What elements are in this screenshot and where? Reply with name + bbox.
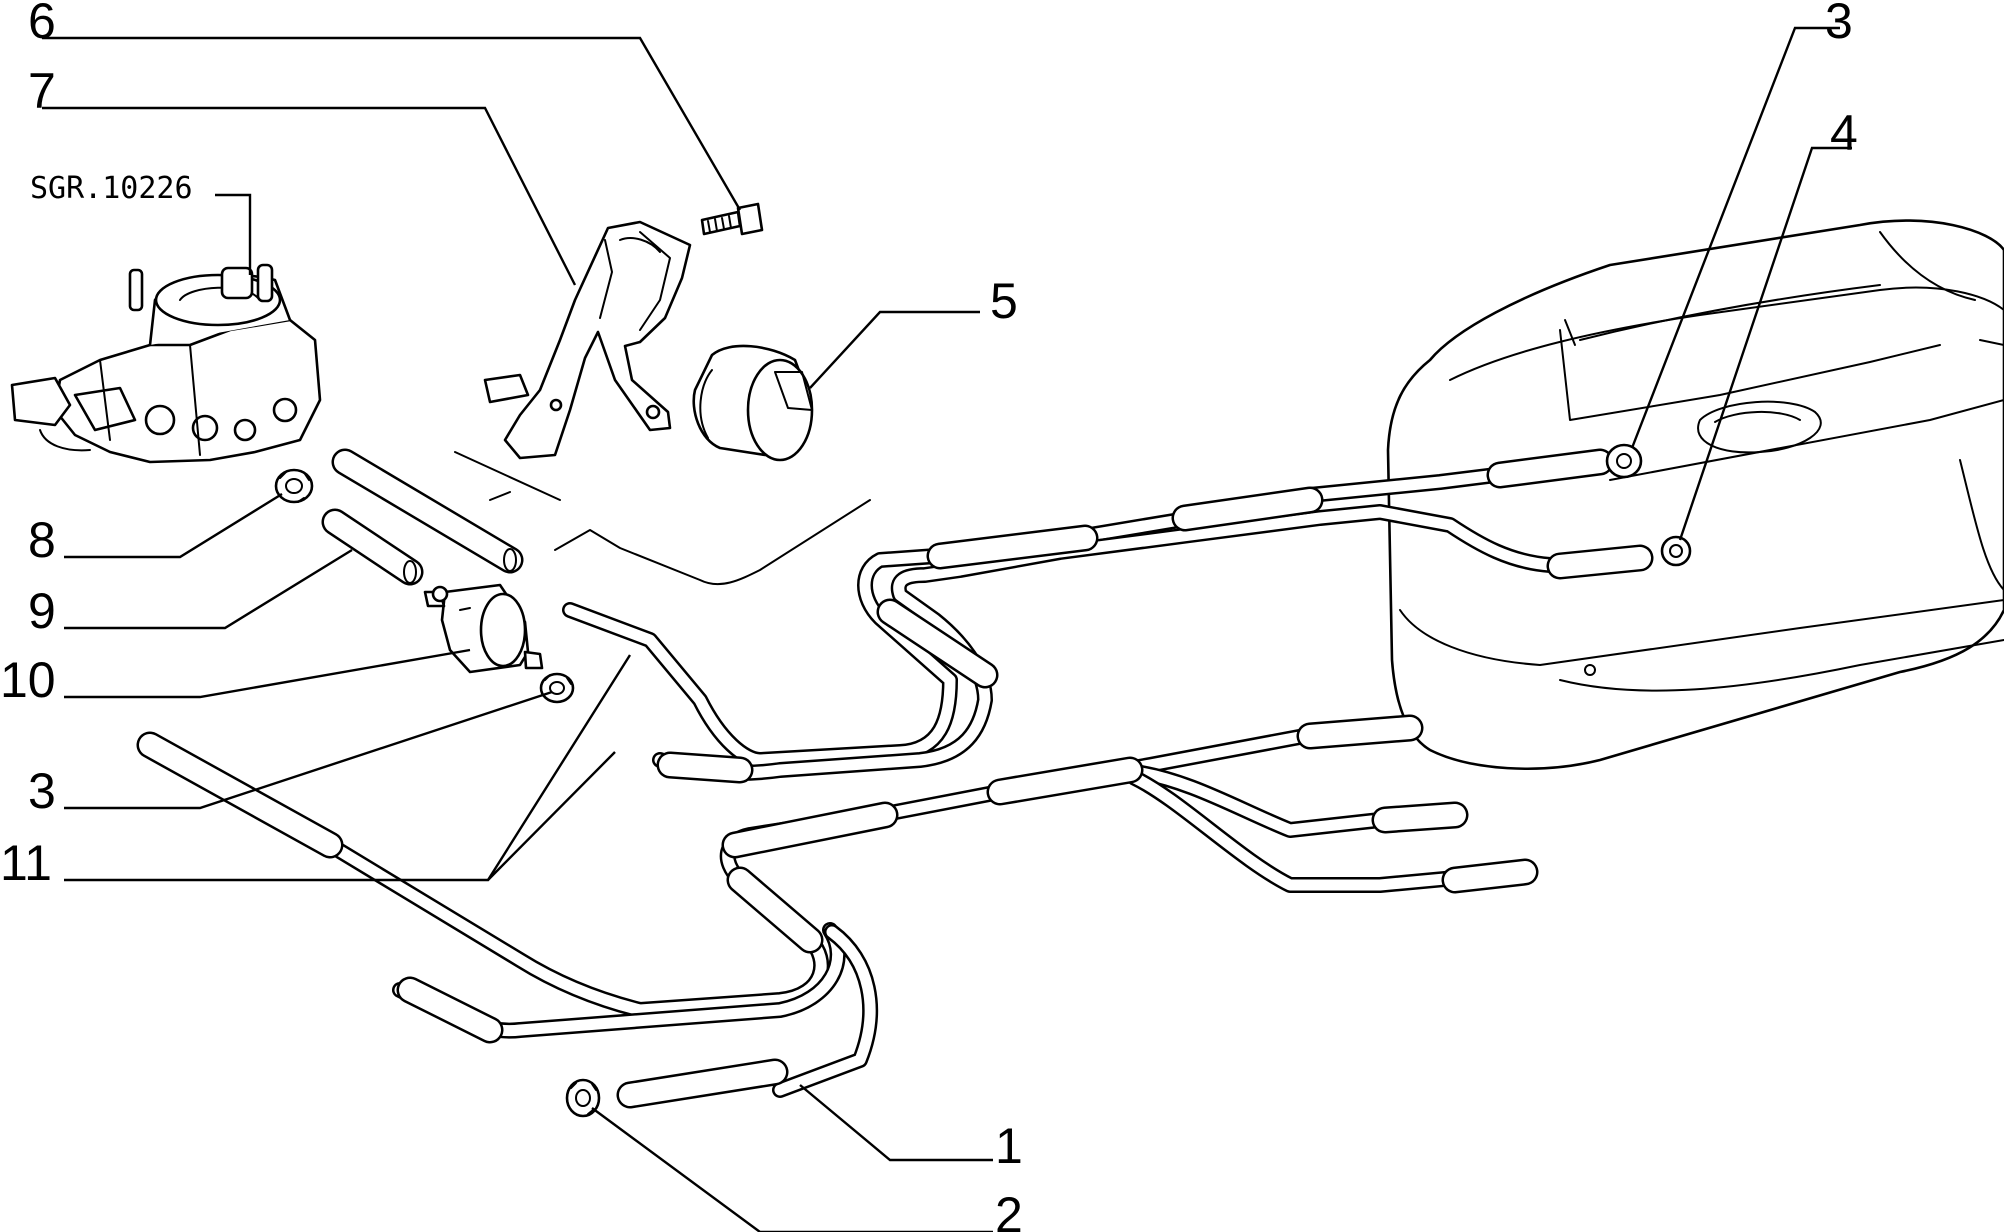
sleeve-5 — [692, 344, 814, 462]
callout-1: 1 — [995, 1118, 1023, 1174]
throttle-body — [10, 263, 322, 464]
bracket-7 — [483, 220, 692, 460]
clip-8 — [274, 468, 314, 504]
callout-10: 10 — [0, 652, 56, 708]
callout-3-top: 3 — [1825, 0, 1853, 49]
callout-5: 5 — [990, 273, 1018, 329]
callout-11: 11 — [0, 835, 52, 891]
bolt-6 — [700, 202, 764, 236]
callout-9: 9 — [28, 583, 56, 639]
heat-shield-outline — [454, 451, 871, 586]
reference-code: SGR.10226 — [30, 171, 193, 206]
clip-2 — [565, 1078, 601, 1118]
fuel-filter-10 — [423, 583, 544, 674]
clip-3-left — [539, 672, 575, 704]
callout-6: 6 — [28, 0, 56, 49]
callout-2: 2 — [995, 1187, 1023, 1232]
callout-8: 8 — [28, 512, 56, 568]
callout-7: 7 — [28, 63, 56, 119]
clip-4 — [1660, 535, 1692, 567]
callout-3-left: 3 — [28, 763, 56, 819]
clip-3-right — [1605, 443, 1643, 479]
rubber-hoses — [136, 448, 1654, 1109]
leader-lines — [42, 26, 1852, 1232]
hose-9 — [321, 448, 524, 586]
fuel-pipes — [142, 454, 1628, 1098]
callout-4: 4 — [1830, 105, 1858, 161]
